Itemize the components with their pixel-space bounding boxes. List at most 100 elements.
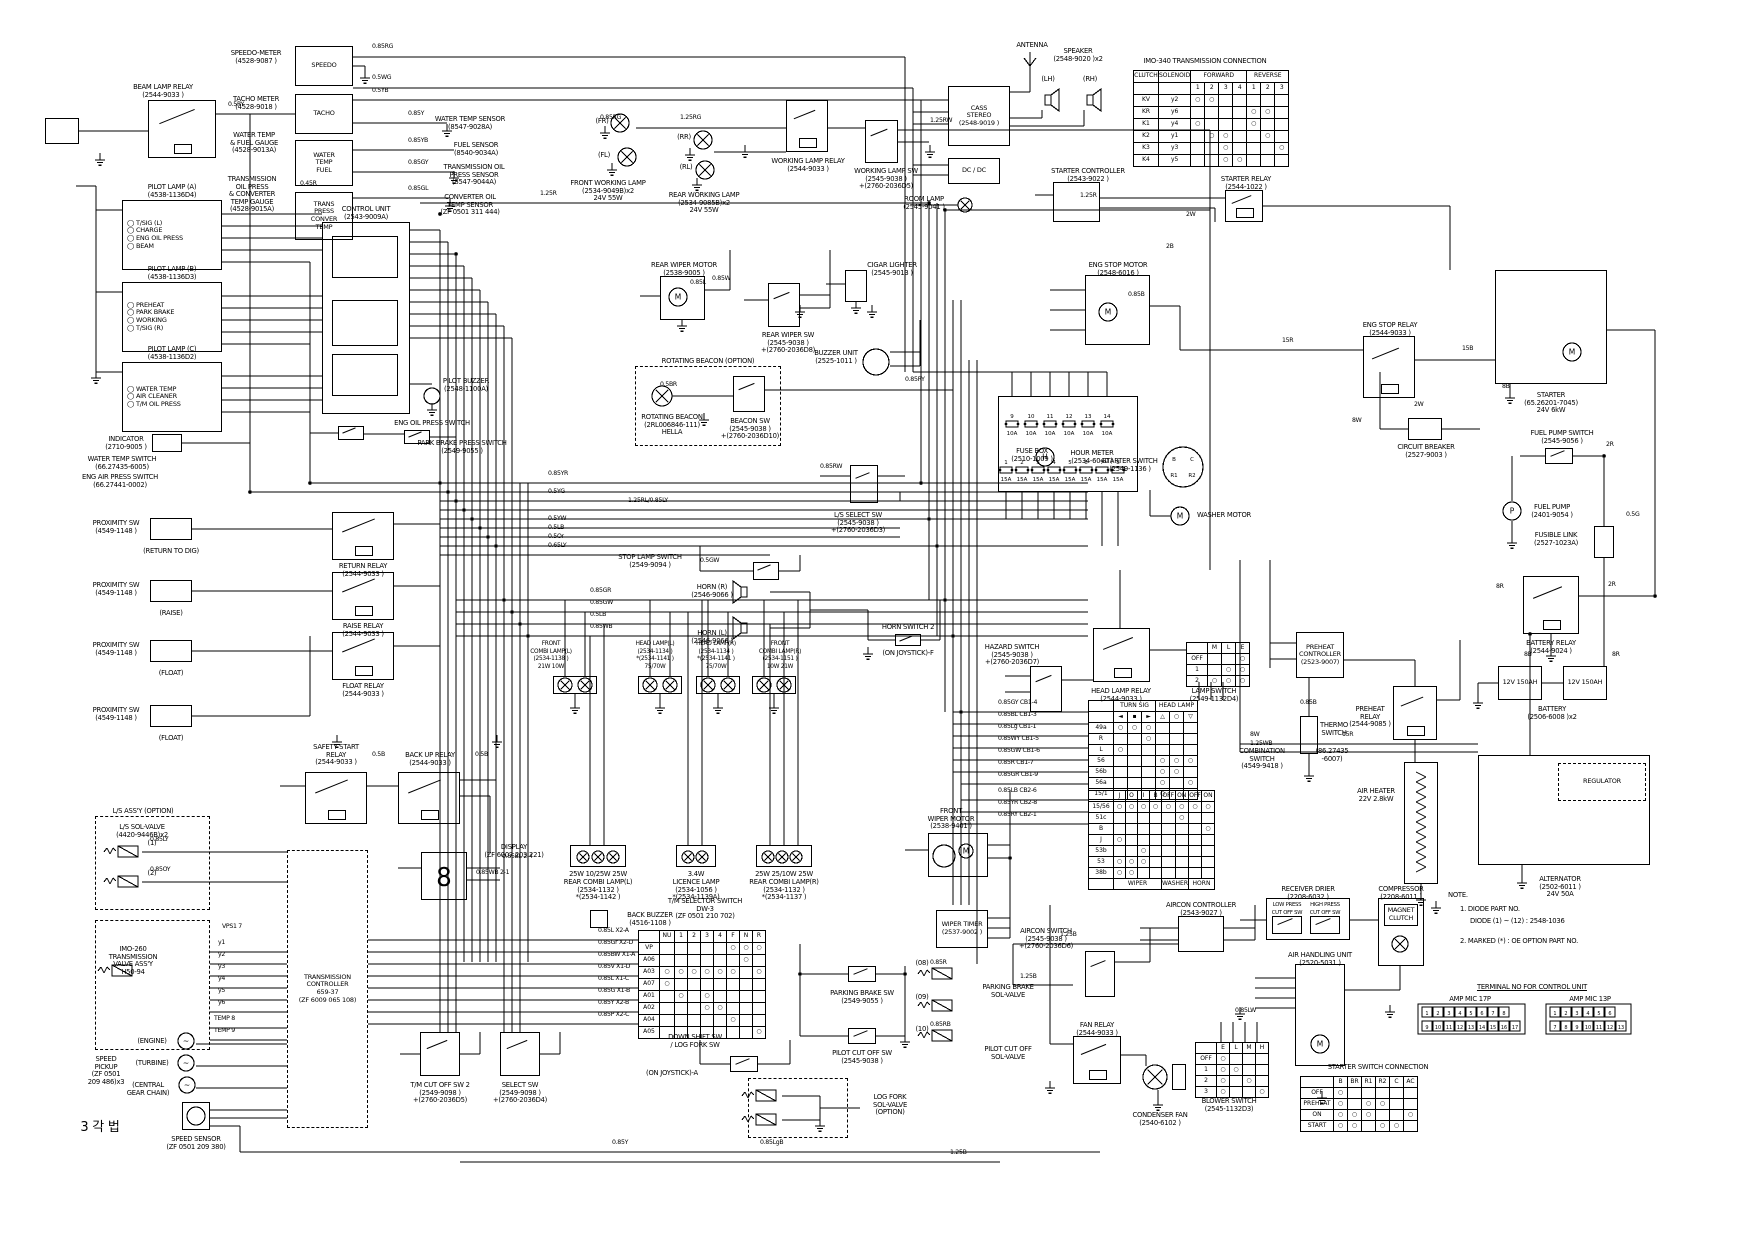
table-cell: ○	[1174, 801, 1189, 813]
table-cell: K3	[1133, 142, 1159, 155]
table-cell	[1127, 744, 1142, 756]
wire-gauge-label: 0.85GY CB1-4	[998, 699, 1038, 706]
table-cell: OFF	[1188, 790, 1202, 802]
diagram-label: LICENCE LAMP (2534-1056 ) *(2534-1139A)	[672, 878, 720, 902]
fan-relay	[1073, 1036, 1121, 1084]
table-cell	[1260, 118, 1276, 131]
table-cell	[1183, 722, 1198, 734]
wire-gauge-label: 0.85RG	[600, 114, 622, 121]
symbol-circle	[1026, 468, 1030, 472]
table-cell	[1246, 154, 1262, 167]
battery-relay	[1523, 576, 1579, 634]
table-cell: OFF	[1195, 1053, 1217, 1065]
relay-coil	[355, 666, 373, 676]
table-cell	[1141, 755, 1156, 767]
table-cell	[1155, 744, 1170, 756]
symbol-text: 15A	[1097, 477, 1108, 483]
wire	[917, 969, 922, 975]
component-label: TRANSMISSION CONTROLLER 659-37 (ZF 6009 …	[298, 972, 357, 1004]
table-cell: ○	[1235, 664, 1250, 676]
table-cell	[659, 942, 675, 955]
relay-coil	[1236, 208, 1254, 218]
wire-gauge-label: 0.85RW	[820, 463, 843, 470]
symbol-rect	[1593, 1006, 1605, 1018]
switch-contact	[1549, 449, 1565, 457]
wire	[791, 852, 801, 862]
thermo-switch	[1300, 716, 1318, 754]
symbol-text: 10	[1028, 414, 1035, 420]
symbol-text: 12	[1066, 414, 1073, 420]
wire-gauge-label: 2B	[1166, 243, 1174, 250]
symbol-circle	[1061, 422, 1065, 426]
table-cell: AC	[1403, 1076, 1418, 1088]
symbol-circle	[935, 544, 939, 548]
water-temp-fuel-gauge: WATER TEMP FUEL	[295, 140, 353, 186]
diagram-label: (ON JOYSTICK)-F	[882, 649, 934, 657]
table-cell	[1169, 722, 1184, 734]
symbol-circle	[927, 517, 931, 521]
table-cell: K2	[1133, 130, 1159, 143]
diagram-label: (CENTRAL GEAR CHAIN)	[126, 1081, 170, 1097]
switch-contact	[773, 291, 791, 300]
symbol-text: 15A	[1081, 477, 1092, 483]
table-cell	[1221, 653, 1236, 665]
pilot-lamp-c: ◯ WATER TEMP ◯ AIR CLEANER ◯ T/M OIL PRE…	[122, 362, 222, 432]
symbol-circle	[775, 850, 789, 864]
relay-coil	[355, 606, 373, 616]
wire-gauge-label: 8W	[1250, 731, 1260, 738]
table-cell: R	[1088, 733, 1114, 745]
table-cell: 1	[1195, 1064, 1217, 1076]
wire	[103, 877, 108, 883]
wire	[1415, 816, 1427, 823]
table-row: A05○	[638, 1026, 766, 1039]
symbol-rect	[1476, 1006, 1488, 1018]
eng-stop-motor	[1085, 275, 1150, 345]
symbol-rect	[1560, 1006, 1572, 1018]
wire	[103, 966, 108, 974]
rear-wiper-motor	[660, 276, 705, 320]
symbol-circle	[903, 972, 907, 976]
wire-gauge-label: 8B	[1502, 383, 1510, 390]
symbol-circle	[998, 468, 1002, 472]
diagram-label: BLOWER SWITCH (2545-1132D3)	[1201, 1097, 1257, 1113]
table-cell: WASHER	[1161, 878, 1189, 890]
wire	[1415, 846, 1427, 853]
table-cell: E	[1216, 1042, 1230, 1054]
table-cell	[1183, 744, 1198, 756]
wire	[699, 164, 711, 176]
wire-gauge-label: 0.85G X1-B	[598, 987, 630, 994]
table-cell	[1255, 1053, 1269, 1065]
wire	[926, 1031, 931, 1036]
symbol-rect	[1571, 1020, 1583, 1032]
table-cell: ○	[713, 966, 727, 979]
compressor	[1378, 898, 1424, 966]
table-cell	[1169, 777, 1184, 789]
table-cell	[1188, 867, 1202, 879]
symbol-circle	[478, 526, 482, 530]
wire	[777, 852, 787, 862]
wire-gauge-label: 8B	[1524, 651, 1532, 658]
switch-contact	[734, 1057, 750, 1065]
pilot-lamp-b: ◯ PREHEAT ◯ PARK BRAKE ◯ WORKING ◯ T/SIG…	[122, 282, 222, 352]
table-cell	[1201, 812, 1215, 824]
table-cell	[1246, 94, 1262, 107]
speaker-cone	[1050, 87, 1060, 113]
symbol-text: ~	[184, 1081, 190, 1090]
symbol-circle	[1035, 422, 1039, 426]
wire-gauge-label: 0.85L X2-A	[598, 927, 629, 934]
wire-gauge-label: 0.85Y X2-B	[598, 999, 629, 1006]
table-cell: ○	[1183, 777, 1198, 789]
relay-contact	[1102, 636, 1133, 650]
relay-contact	[1371, 347, 1400, 359]
diagram-label: CONTROL UNIT (2543-9009A)	[341, 205, 391, 221]
table-cell: ○	[1127, 722, 1142, 734]
table-cell: ○	[1235, 653, 1250, 665]
table-cell: START	[1300, 1120, 1334, 1132]
table-cell	[1149, 812, 1162, 824]
diagram-label: HIGH PRESS CUT OFF SW	[1309, 902, 1341, 916]
wire-gauge-label: 0.85GL	[408, 185, 429, 192]
